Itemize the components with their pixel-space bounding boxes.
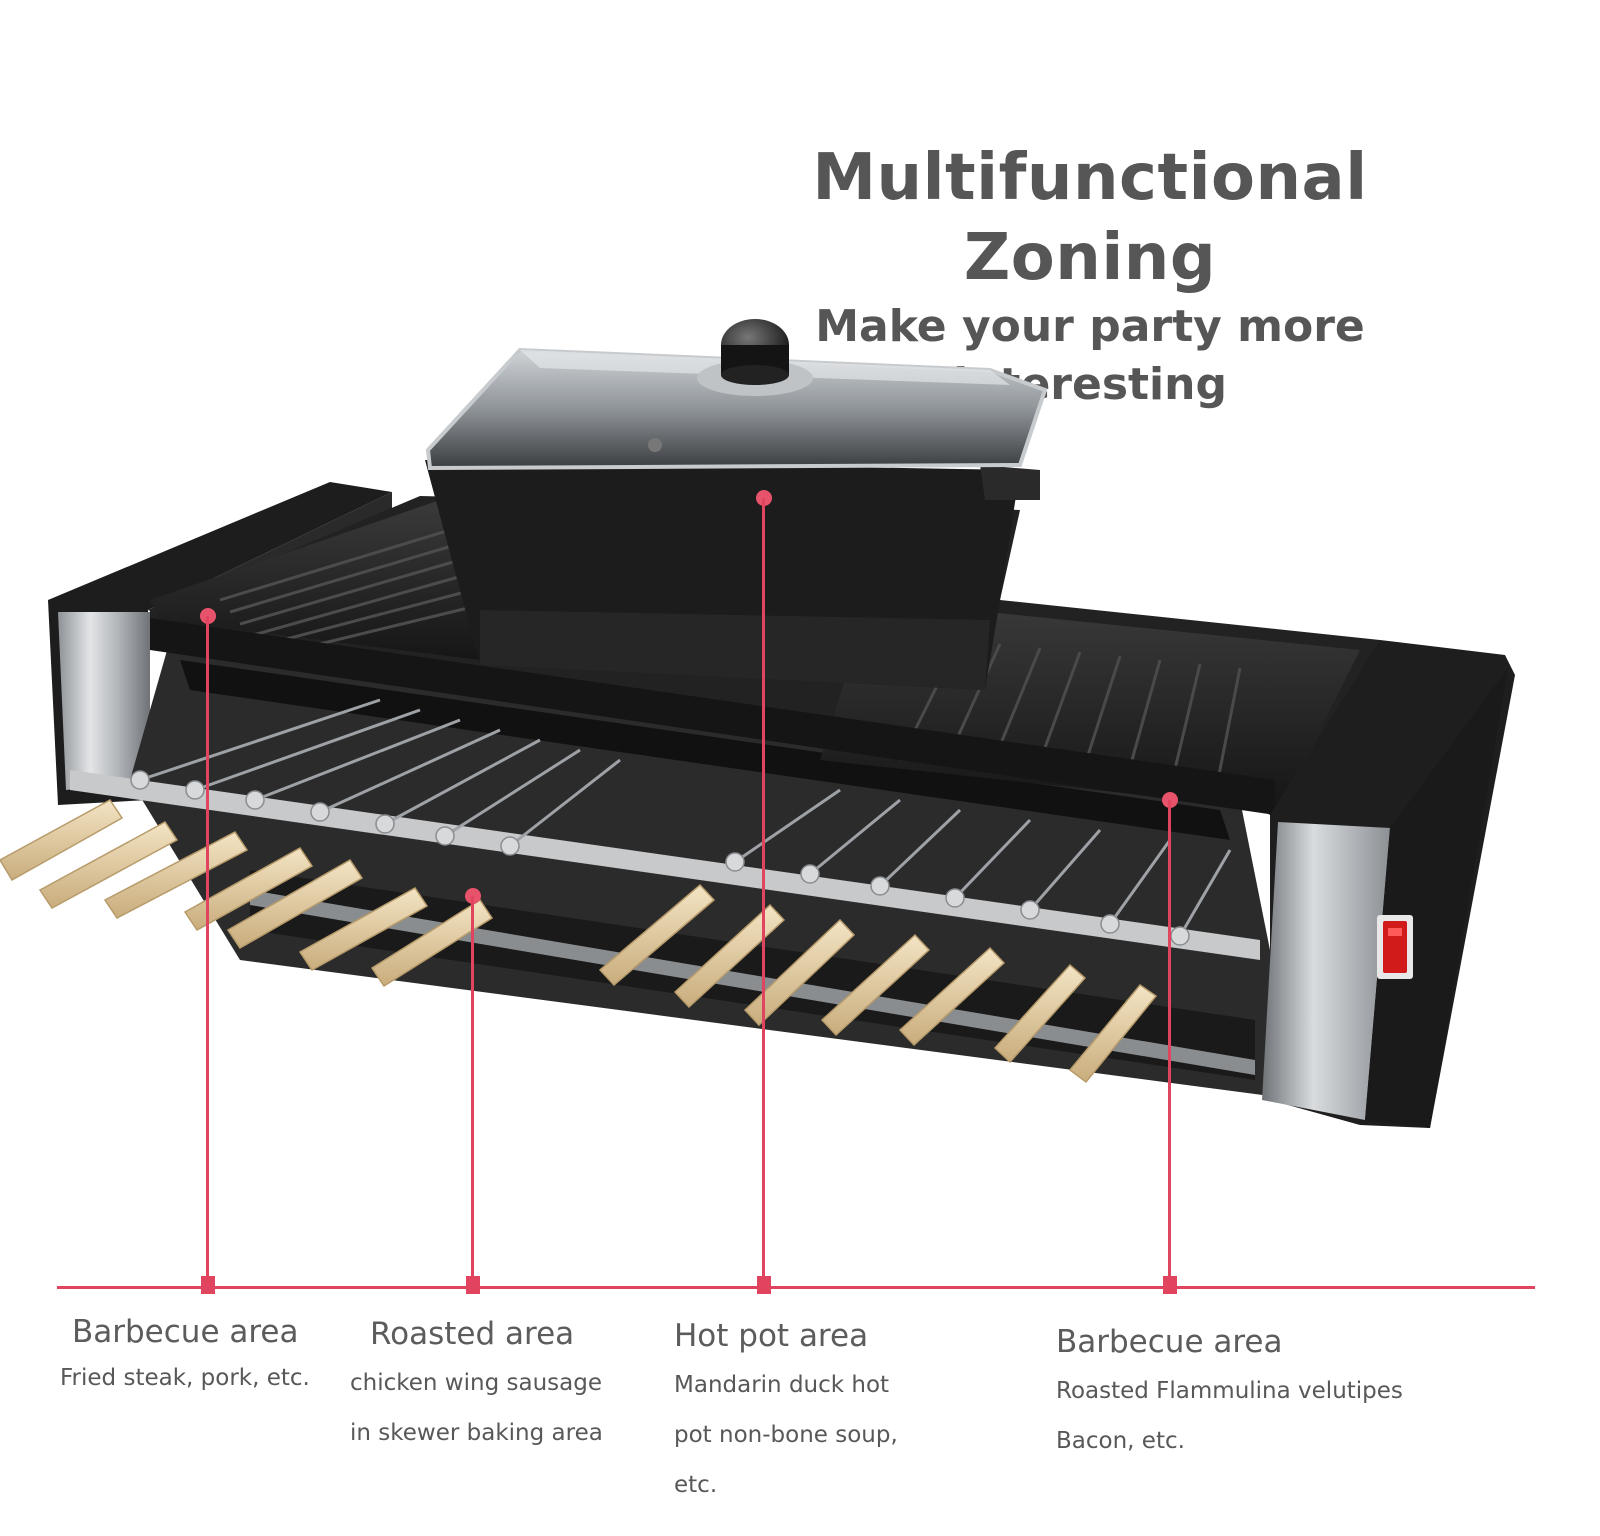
zone-name: Roasted area (370, 1316, 575, 1352)
zone-barbecue-right: Barbecue area Roasted Flammulina velutip… (1056, 1322, 1456, 1466)
zone-description: Roasted Flammulina velutipes Bacon, etc. (1056, 1378, 1403, 1454)
callout-line-hotpot (762, 498, 765, 1286)
skewer-rail (70, 770, 1260, 960)
callout-line-barbecue-right (1168, 800, 1171, 1286)
rotisserie-skewers (0, 698, 1232, 1084)
hot-pot (425, 319, 1048, 690)
zone-hotpot: Hot pot area Mandarin duck hot pot non-b… (674, 1316, 974, 1510)
callout-foot-barbecue-left (201, 1276, 215, 1294)
zone-description: Fried steak, pork, etc. (60, 1365, 310, 1391)
zone-barbecue-left: Barbecue area Fried steak, pork, etc. (60, 1312, 340, 1396)
callout-foot-roasted (466, 1276, 480, 1294)
zone-description: chicken wing sausage in skewer baking ar… (350, 1370, 603, 1446)
zone-description: Mandarin duck hot pot non-bone soup, etc… (674, 1372, 898, 1498)
right-end-cap (1262, 640, 1515, 1128)
page-title: Multifunctional Zoning (812, 141, 1368, 295)
callout-foot-barbecue-right (1163, 1276, 1177, 1294)
callout-foot-hotpot (757, 1276, 771, 1294)
zone-name: Barbecue area (72, 1314, 299, 1350)
callout-line-barbecue-left (206, 616, 209, 1286)
zone-baseline (57, 1286, 1535, 1289)
headline: Multifunctional Zoning Make your party m… (700, 138, 1480, 414)
callout-line-roasted (471, 896, 474, 1286)
zone-name: Barbecue area (1056, 1324, 1283, 1360)
front-shelf-edge (150, 618, 1275, 815)
zone-name: Hot pot area (674, 1318, 869, 1354)
zone-roasted: Roasted area chicken wing sausage in ske… (350, 1314, 650, 1458)
